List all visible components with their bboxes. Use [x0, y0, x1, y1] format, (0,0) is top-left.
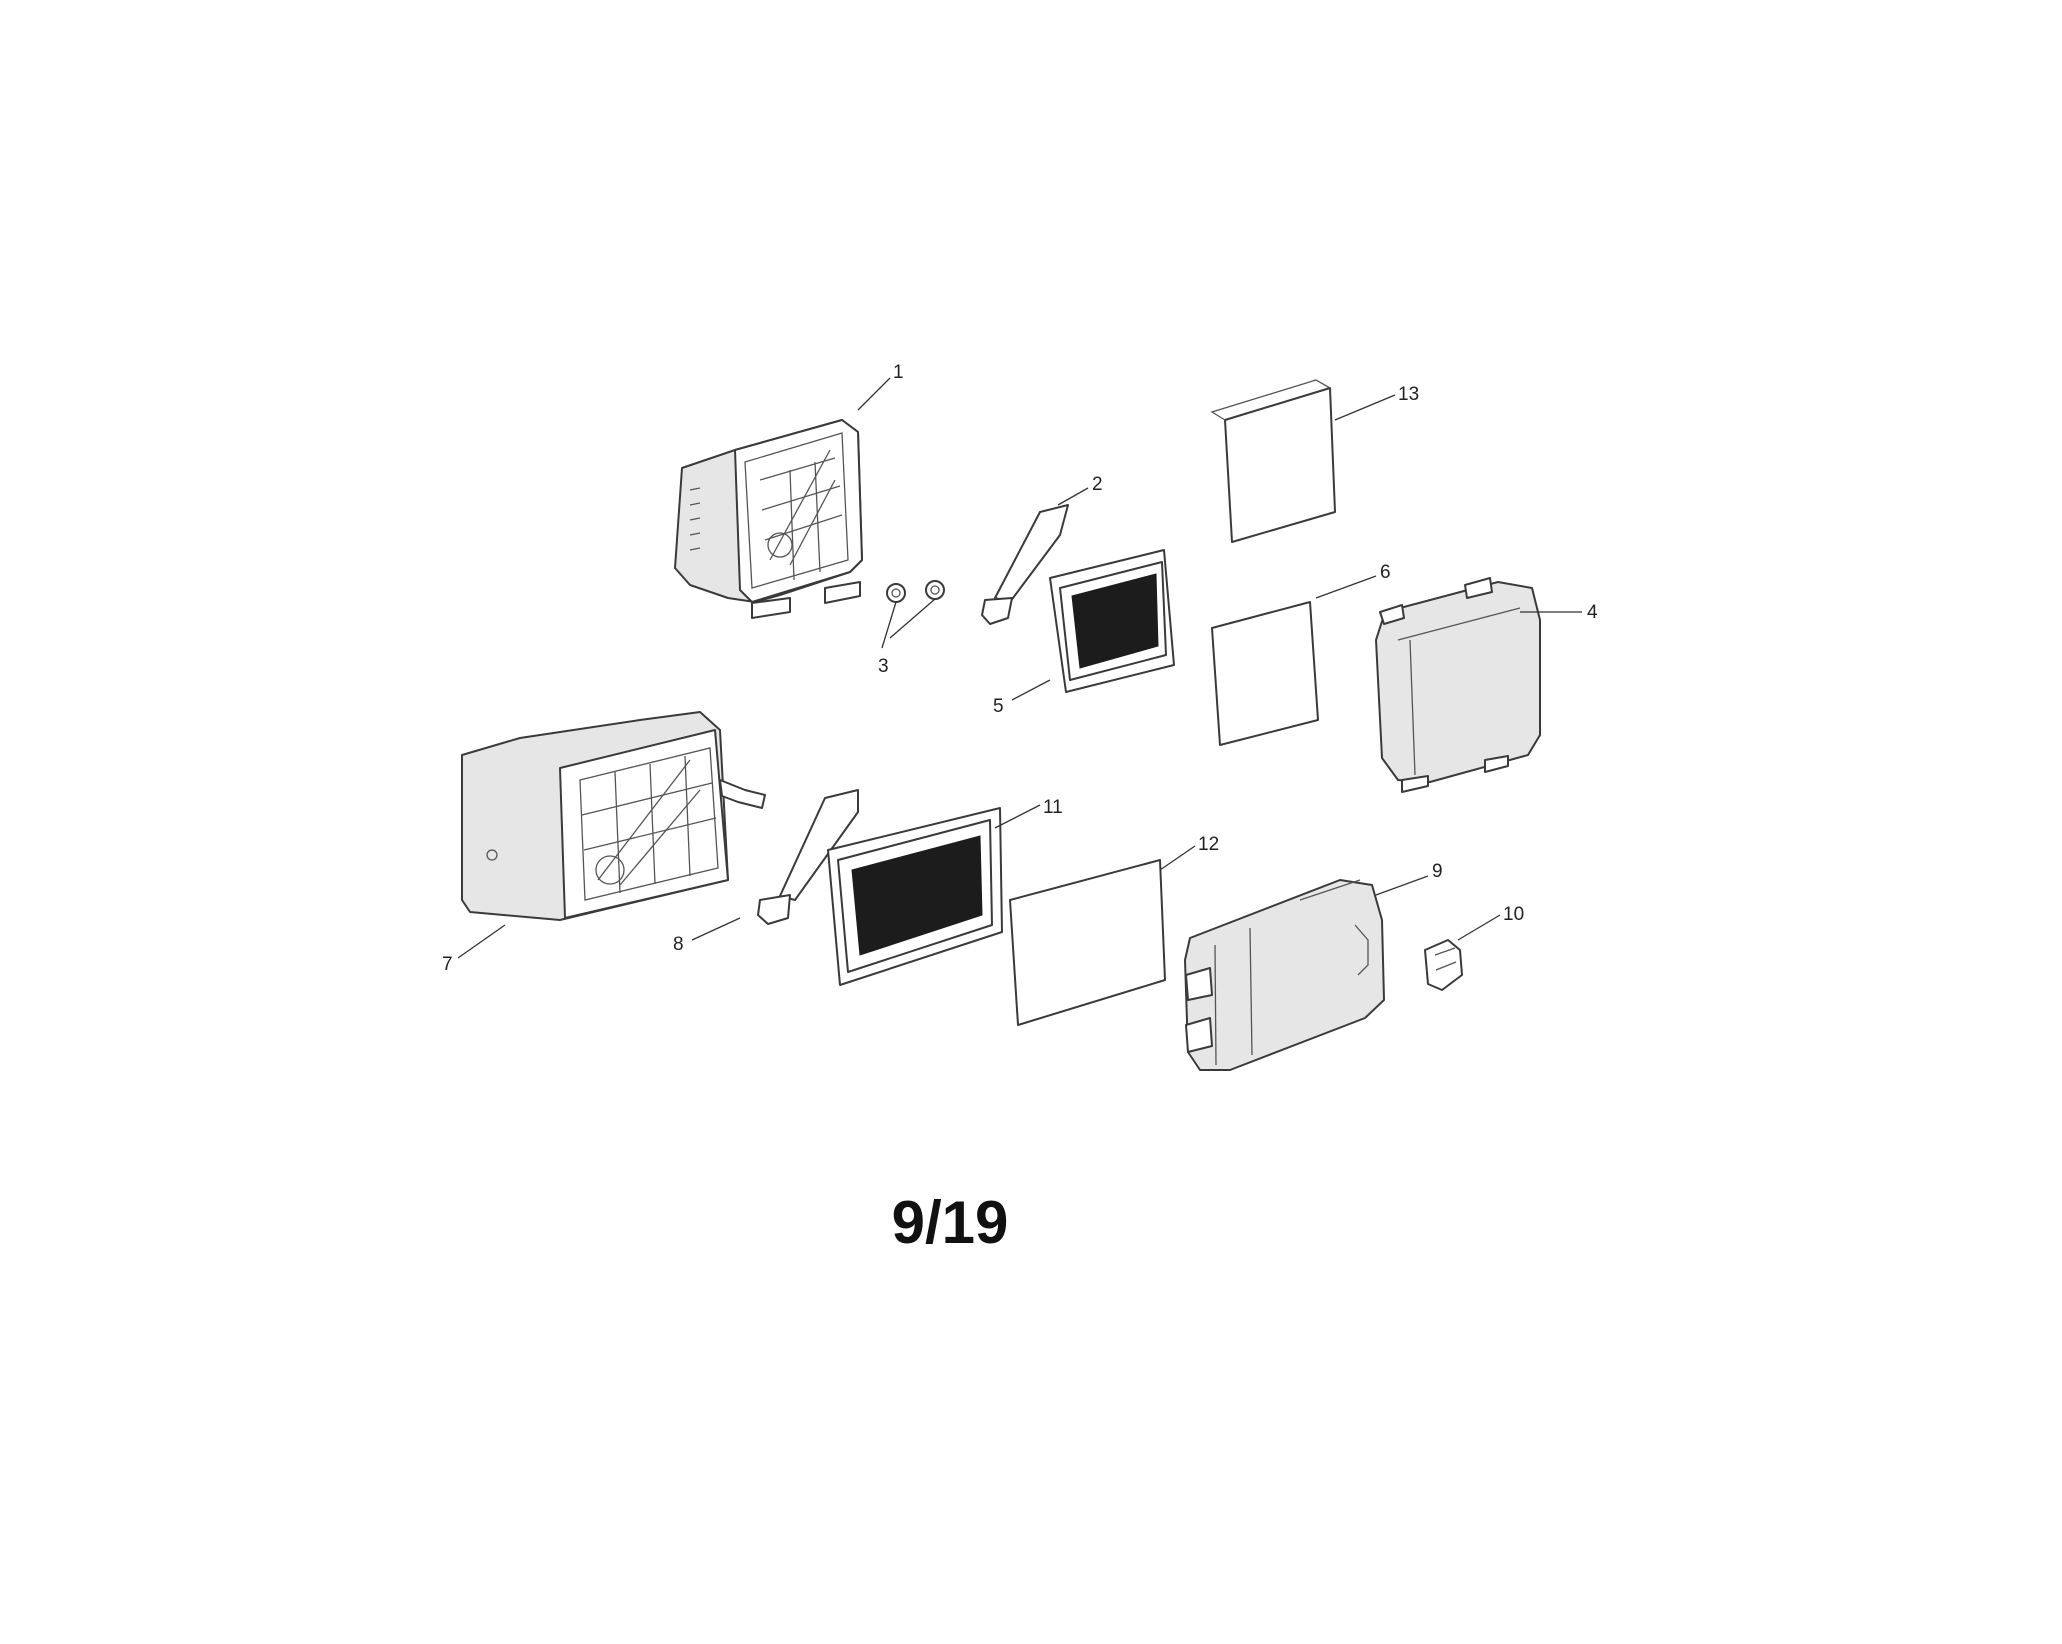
callout-4: 4 [1587, 602, 1598, 623]
callout-6: 6 [1380, 562, 1391, 583]
callout-9: 9 [1432, 861, 1443, 882]
part-12-filter-pad [1009, 859, 1166, 1026]
callout-2: 2 [1092, 474, 1103, 495]
callout-5-upper: 5 [993, 696, 1004, 717]
part-5-filter-element-upper [1049, 549, 1175, 693]
part-7-air-cleaner-body [461, 711, 766, 921]
part-8-breather-tube [757, 789, 859, 925]
part-13-prefilter [1210, 379, 1336, 543]
callout-8: 8 [673, 934, 684, 955]
callout-3: 3 [878, 656, 889, 677]
part-9-lower-cover [1184, 879, 1385, 1071]
page-number-label: 9/19 [891, 1189, 1009, 1256]
callout-labels: 1 2 3 4 5 6 7 8 9 10 11 12 13 [442, 362, 1598, 975]
part-3-nuts [886, 580, 945, 603]
callout-10: 10 [1503, 904, 1524, 925]
leader-lines [457, 377, 1582, 959]
part-4-cover [1375, 577, 1541, 793]
part-6-filter-pad [1211, 601, 1319, 746]
callout-12: 12 [1198, 834, 1219, 855]
part-11-filter-element-lower [827, 807, 1003, 986]
part-2-breather-tube [981, 504, 1069, 625]
callout-11: 11 [1043, 797, 1063, 818]
callout-13: 13 [1398, 384, 1419, 405]
callout-7: 7 [442, 954, 453, 975]
part-1-air-cleaner-base [674, 419, 863, 619]
part-10-knob [1424, 939, 1463, 991]
callout-1: 1 [893, 362, 904, 383]
